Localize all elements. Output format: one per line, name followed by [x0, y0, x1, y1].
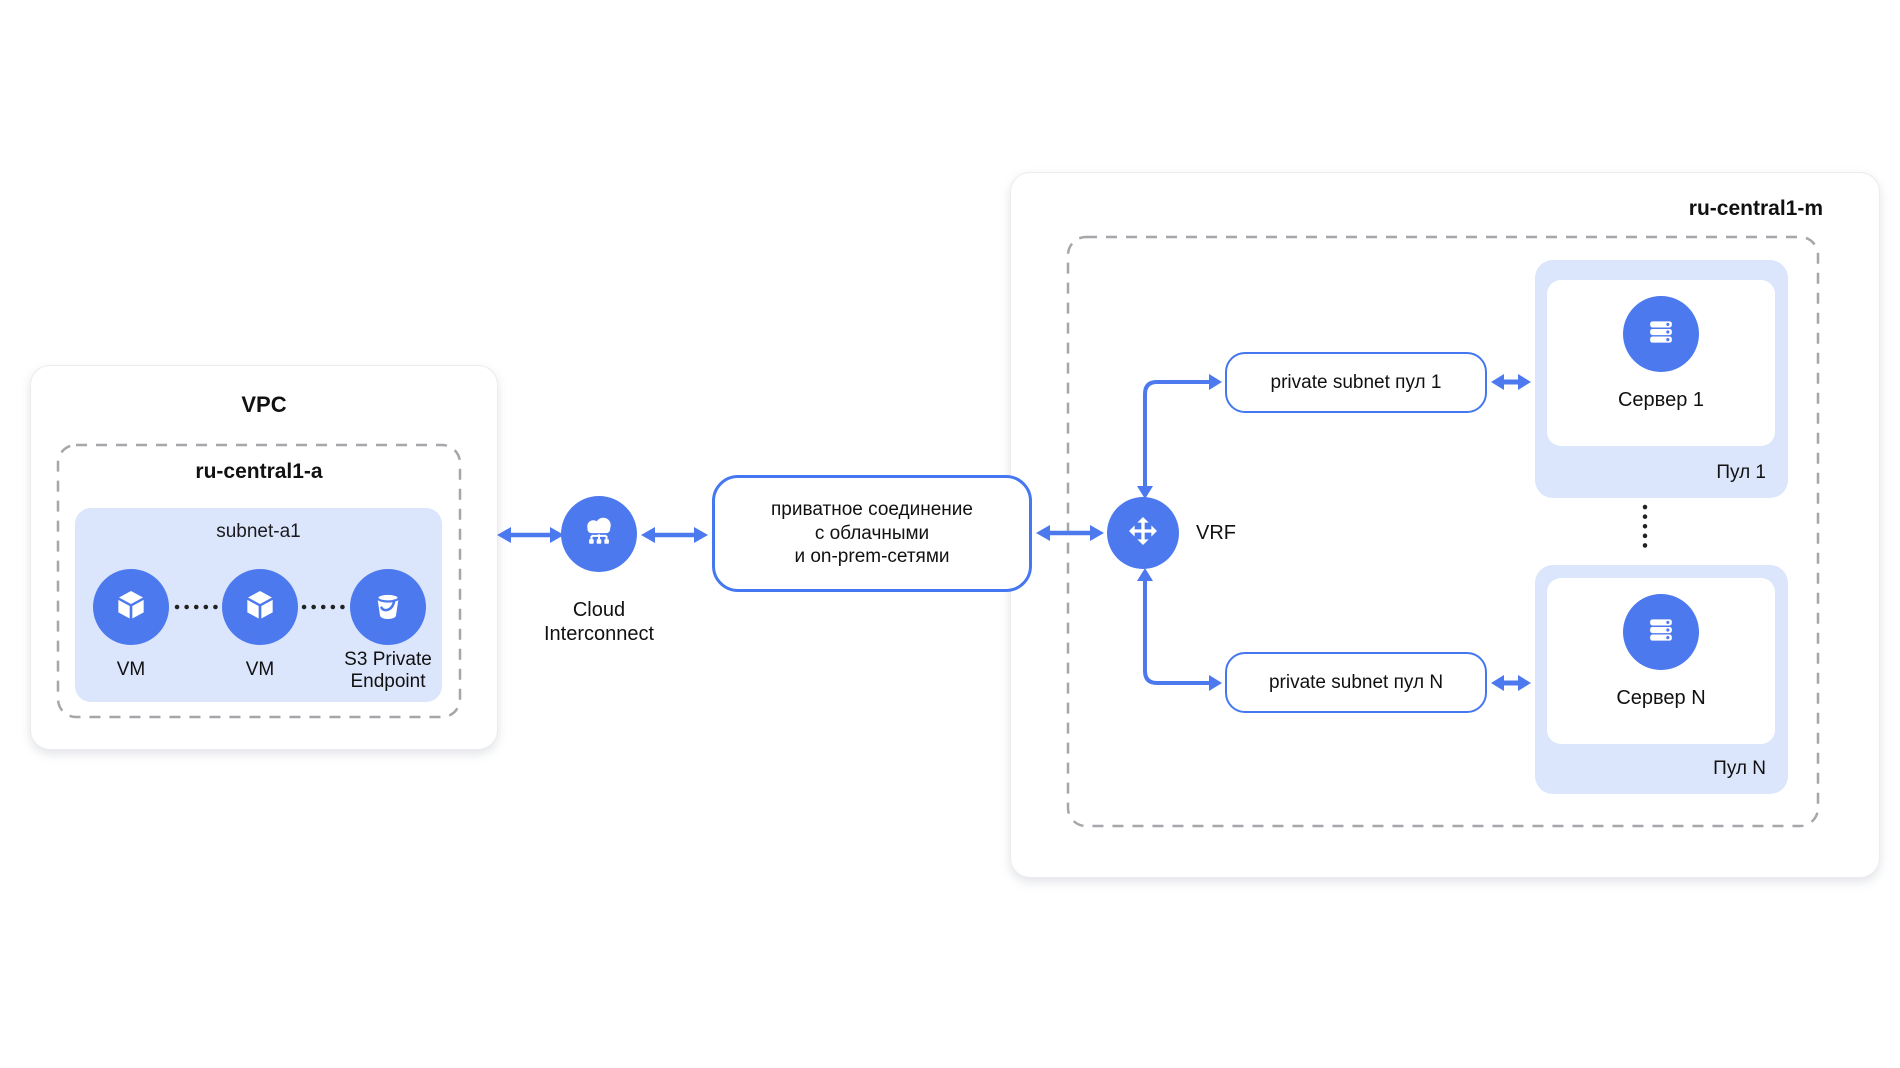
- private-subnet-pool-n-box: private subnet пул N: [1225, 652, 1487, 713]
- vrf-label: VRF: [1196, 522, 1236, 544]
- server-rack-icon: [1640, 609, 1682, 656]
- vm-cube-icon: [240, 585, 280, 630]
- subnet-a1-box: subnet-a1: [75, 508, 442, 702]
- server-1-box: Сервер 1: [1547, 280, 1775, 446]
- private-subnet-pool-1-box: private subnet пул 1: [1225, 352, 1487, 413]
- vrf-node: [1107, 497, 1179, 569]
- vrf-move-icon: [1123, 511, 1163, 556]
- private-connection-line-2: с облачными: [814, 522, 930, 544]
- vm-node-2: [222, 569, 298, 645]
- cloud-interconnect-node: [561, 496, 637, 572]
- server-1-node: [1623, 296, 1699, 372]
- arrow-vpc-interconnect: [497, 527, 564, 543]
- vm-node-1-label: VM: [116, 659, 146, 680]
- server-1-label: Сервер 1: [1617, 389, 1704, 411]
- server-n-label: Сервер N: [1616, 687, 1706, 709]
- pool-1-card: Сервер 1 Пул 1: [1535, 260, 1788, 498]
- server-n-box: Сервер N: [1547, 578, 1775, 744]
- arrow-interconnect-privatelink: [641, 527, 708, 543]
- server-n-node: [1623, 594, 1699, 670]
- pool-1-label: Пул 1: [1716, 462, 1766, 483]
- vm-node-2-label: VM: [245, 659, 275, 680]
- private-subnet-pool-1-label: private subnet пул 1: [1270, 371, 1442, 393]
- zone-a-title: ru-central1-a: [195, 460, 323, 483]
- vm-cube-icon: [111, 585, 151, 630]
- private-subnet-pool-n-label: private subnet пул N: [1268, 671, 1444, 693]
- vm-node-1: [93, 569, 169, 645]
- subnet-a1-title: subnet-a1: [216, 521, 301, 542]
- private-connection-line-3: и on-prem-сетями: [794, 546, 950, 568]
- cloud-interconnect-icon: [577, 510, 621, 559]
- private-connection-box: приватное соединение с облачными и on-pr…: [712, 475, 1032, 592]
- region-title: ru-central1-m: [1688, 197, 1823, 220]
- s3-endpoint-node: [350, 569, 426, 645]
- pool-n-card: Сервер N Пул N: [1535, 565, 1788, 794]
- server-rack-icon: [1640, 311, 1682, 358]
- s3-endpoint-label: S3 Private Endpoint: [344, 649, 432, 692]
- cloud-interconnect-label: Cloud Interconnect: [543, 599, 655, 645]
- private-connection-line-1: приватное соединение: [771, 499, 973, 521]
- s3-bucket-icon: [368, 585, 408, 630]
- vpc-title: VPC: [241, 392, 287, 417]
- pool-n-label: Пул N: [1713, 758, 1766, 779]
